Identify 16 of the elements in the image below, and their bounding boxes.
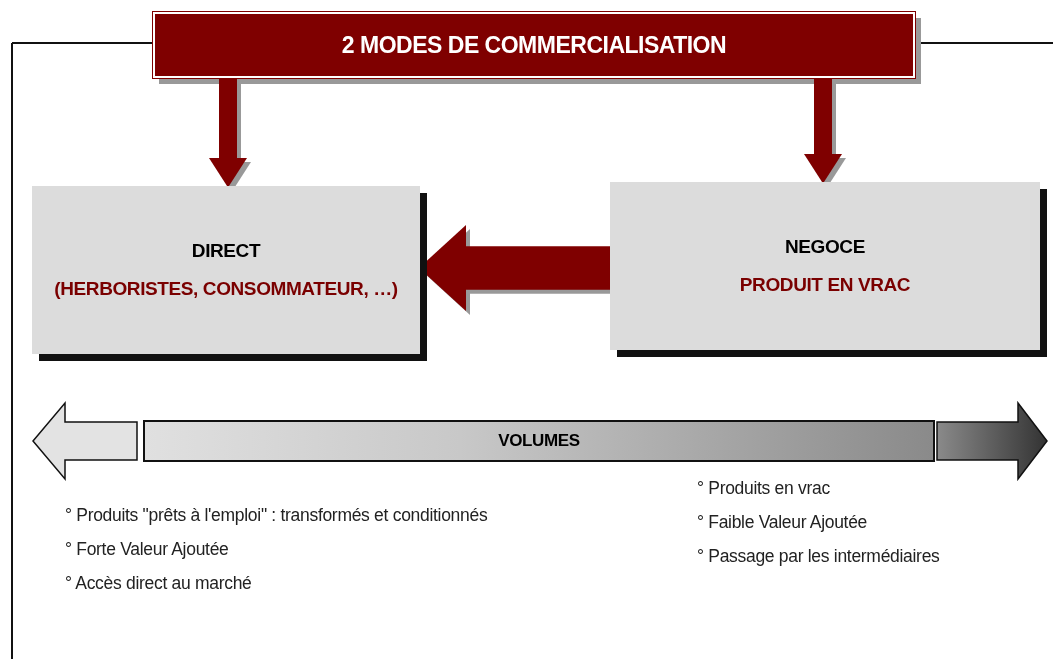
note-text: ° Faible Valeur Ajoutée xyxy=(697,512,868,533)
note-text: ° Produits "prêts à l'emploi" : transformés et conditionnés xyxy=(65,505,488,526)
arrow xyxy=(209,78,247,188)
heading-text: DIRECT xyxy=(191,240,261,262)
note-text: ° Accès direct au marché xyxy=(65,573,252,594)
heading-text: 2 MODES DE COMMERCIALISATION xyxy=(341,31,727,59)
note-text: ° Forte Valeur Ajoutée xyxy=(65,539,229,560)
title-banner xyxy=(153,12,915,78)
subtitle-text: PRODUIT EN VRAC xyxy=(739,274,911,296)
heading-text: NEGOCE xyxy=(785,236,865,258)
note-text: ° Produits en vrac xyxy=(697,478,830,499)
heading-text: VOLUMES xyxy=(498,431,580,451)
arrow xyxy=(804,78,842,184)
volume-bar xyxy=(143,420,935,462)
subtitle-text: (HERBORISTES, CONSOMMATEUR, …) xyxy=(54,278,398,300)
note-text: ° Passage par les intermédiaires xyxy=(697,546,940,567)
